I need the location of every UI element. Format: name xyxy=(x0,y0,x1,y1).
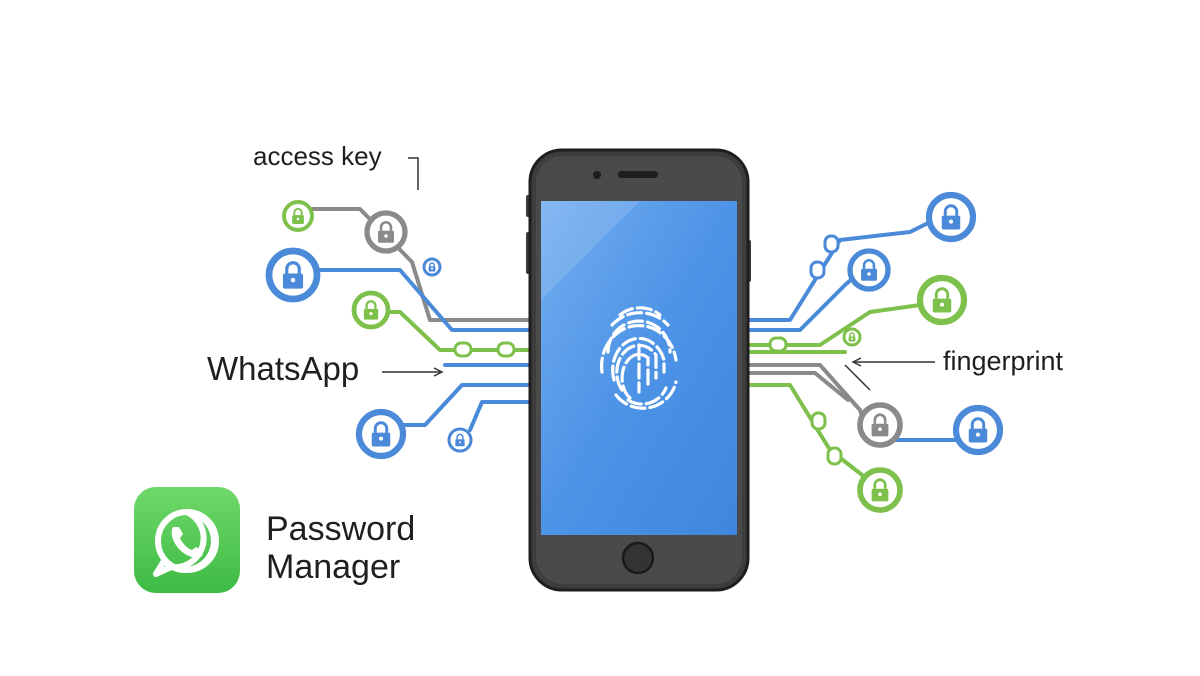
trace-blue-right-1 xyxy=(703,220,932,322)
whatsapp-label: WhatsApp xyxy=(207,350,360,387)
screen-glare xyxy=(541,201,640,300)
front-camera xyxy=(593,171,601,179)
padlock-icon xyxy=(916,274,968,326)
lock-icons xyxy=(265,191,1004,513)
padlock-icon xyxy=(925,191,977,243)
speaker-grille xyxy=(618,171,658,178)
access-key-leader xyxy=(408,157,419,190)
trace-gray-left xyxy=(310,207,577,322)
padlock-icon xyxy=(282,200,314,232)
whatsapp-logo-icon xyxy=(134,487,240,593)
access-key-label: access key xyxy=(253,141,382,171)
left-circuit-traces xyxy=(310,207,577,432)
padlock-icon xyxy=(847,248,891,292)
padlock-icon xyxy=(422,257,442,277)
leader-lines xyxy=(382,157,935,391)
left-chain-links xyxy=(453,341,516,358)
title-line-2: Manager xyxy=(266,548,401,586)
padlock-icon xyxy=(364,210,408,254)
whatsapp-arrowhead xyxy=(433,367,444,377)
trace-green-right-1 xyxy=(703,303,922,347)
padlock-icon xyxy=(857,402,903,448)
padlock-icon xyxy=(842,327,862,347)
fingerprint-arrowhead xyxy=(851,357,862,367)
trace-blue-left-1 xyxy=(318,268,577,332)
padlock-icon xyxy=(351,290,391,330)
fingerprint-diag-leader xyxy=(844,364,871,391)
padlock-icon xyxy=(952,404,1004,456)
padlock-icon xyxy=(355,408,407,460)
padlock-icon xyxy=(447,427,473,453)
right-chain-links xyxy=(768,234,843,466)
title-line-1: Password xyxy=(266,510,416,548)
home-button xyxy=(621,541,655,575)
fingerprint-label: fingerprint xyxy=(943,346,1064,376)
padlock-icon xyxy=(857,467,903,513)
fingerprint-icon xyxy=(599,306,678,410)
trace-blue-left-3 xyxy=(396,383,577,427)
password-manager-title: Password Manager xyxy=(266,510,415,586)
padlock-icon xyxy=(265,247,321,303)
